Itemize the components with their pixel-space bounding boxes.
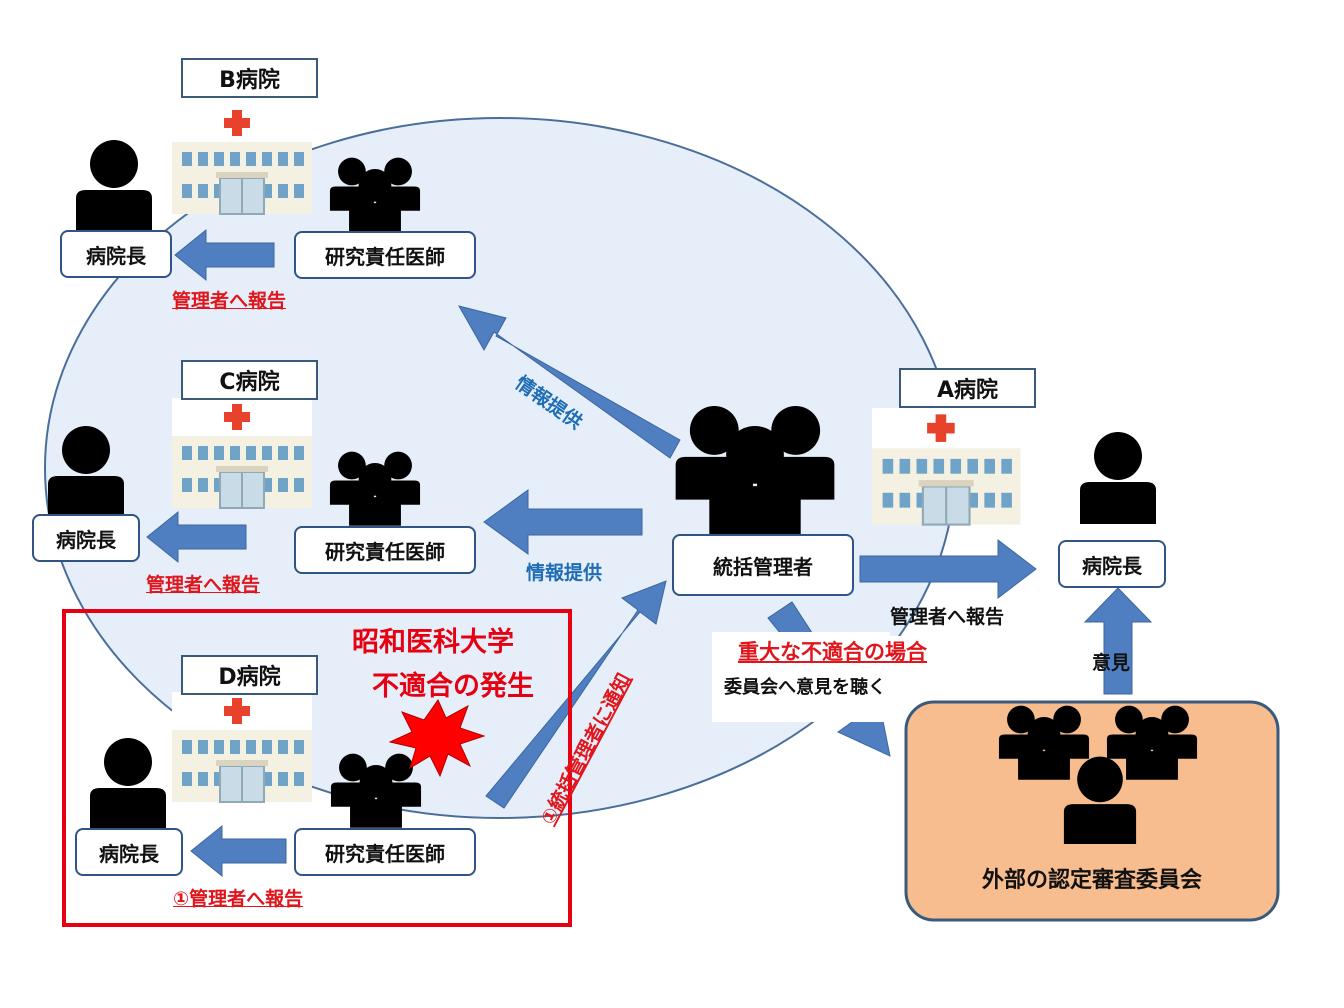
arrow-a-report bbox=[859, 538, 1037, 600]
info-provision-lower: 情報提供 bbox=[526, 562, 603, 584]
report-a-label: 管理者へ報告 bbox=[890, 606, 1005, 628]
arrow-d-report bbox=[190, 824, 287, 878]
arrow-notify-coordinator bbox=[485, 580, 667, 809]
director-d-box: 病院長 bbox=[75, 828, 183, 876]
incident-burst-icon bbox=[388, 698, 486, 778]
hospital-c-name: C病院 bbox=[181, 360, 318, 400]
incident-frame bbox=[62, 609, 572, 927]
hospital-d-building-icon bbox=[171, 691, 313, 803]
report-b-label: 管理者へ報告 bbox=[172, 290, 287, 312]
director-a-box: 病院長 bbox=[1058, 540, 1166, 588]
report-c-label: 管理者へ報告 bbox=[146, 574, 261, 596]
incident-text-line2: 不適合の発生 bbox=[372, 671, 534, 702]
arrow-info-to-b bbox=[457, 305, 681, 459]
director-d-person-icon bbox=[90, 738, 166, 830]
hospital-d-name: D病院 bbox=[181, 655, 318, 695]
report-d-label: ①管理者へ報告 bbox=[173, 888, 304, 910]
hospital-a-building-icon bbox=[870, 406, 1022, 526]
hospital-b-building-icon bbox=[171, 103, 313, 215]
serious-case-title: 重大な不適合の場合 bbox=[738, 636, 927, 666]
director-c-box: 病院長 bbox=[32, 514, 140, 562]
director-b-box: 病院長 bbox=[60, 230, 172, 278]
director-b-person-icon bbox=[76, 140, 152, 232]
serious-case-body: 委員会へ意見を聴く bbox=[724, 677, 886, 698]
investigator-d-box: 研究責任医師 bbox=[294, 828, 476, 876]
coordinator-box: 統括管理者 bbox=[672, 534, 854, 596]
director-a-person-icon bbox=[1080, 432, 1156, 524]
arrow-opinion bbox=[1083, 587, 1153, 695]
arrow-b-report bbox=[174, 228, 275, 282]
arrow-c-report bbox=[146, 510, 247, 564]
arrow-info-to-c bbox=[483, 489, 643, 555]
committee-label: 外部の認定審査委員会 bbox=[981, 868, 1202, 893]
hospital-c-building-icon bbox=[171, 397, 313, 509]
hospital-b-name: B病院 bbox=[181, 58, 318, 98]
incident-text-line1: 昭和医科大学 bbox=[352, 627, 514, 658]
hospital-a-name: A病院 bbox=[899, 368, 1036, 408]
investigator-c-box: 研究責任医師 bbox=[294, 526, 476, 574]
opinion-label: 意見 bbox=[1092, 652, 1131, 674]
investigator-b-box: 研究責任医師 bbox=[294, 231, 476, 279]
